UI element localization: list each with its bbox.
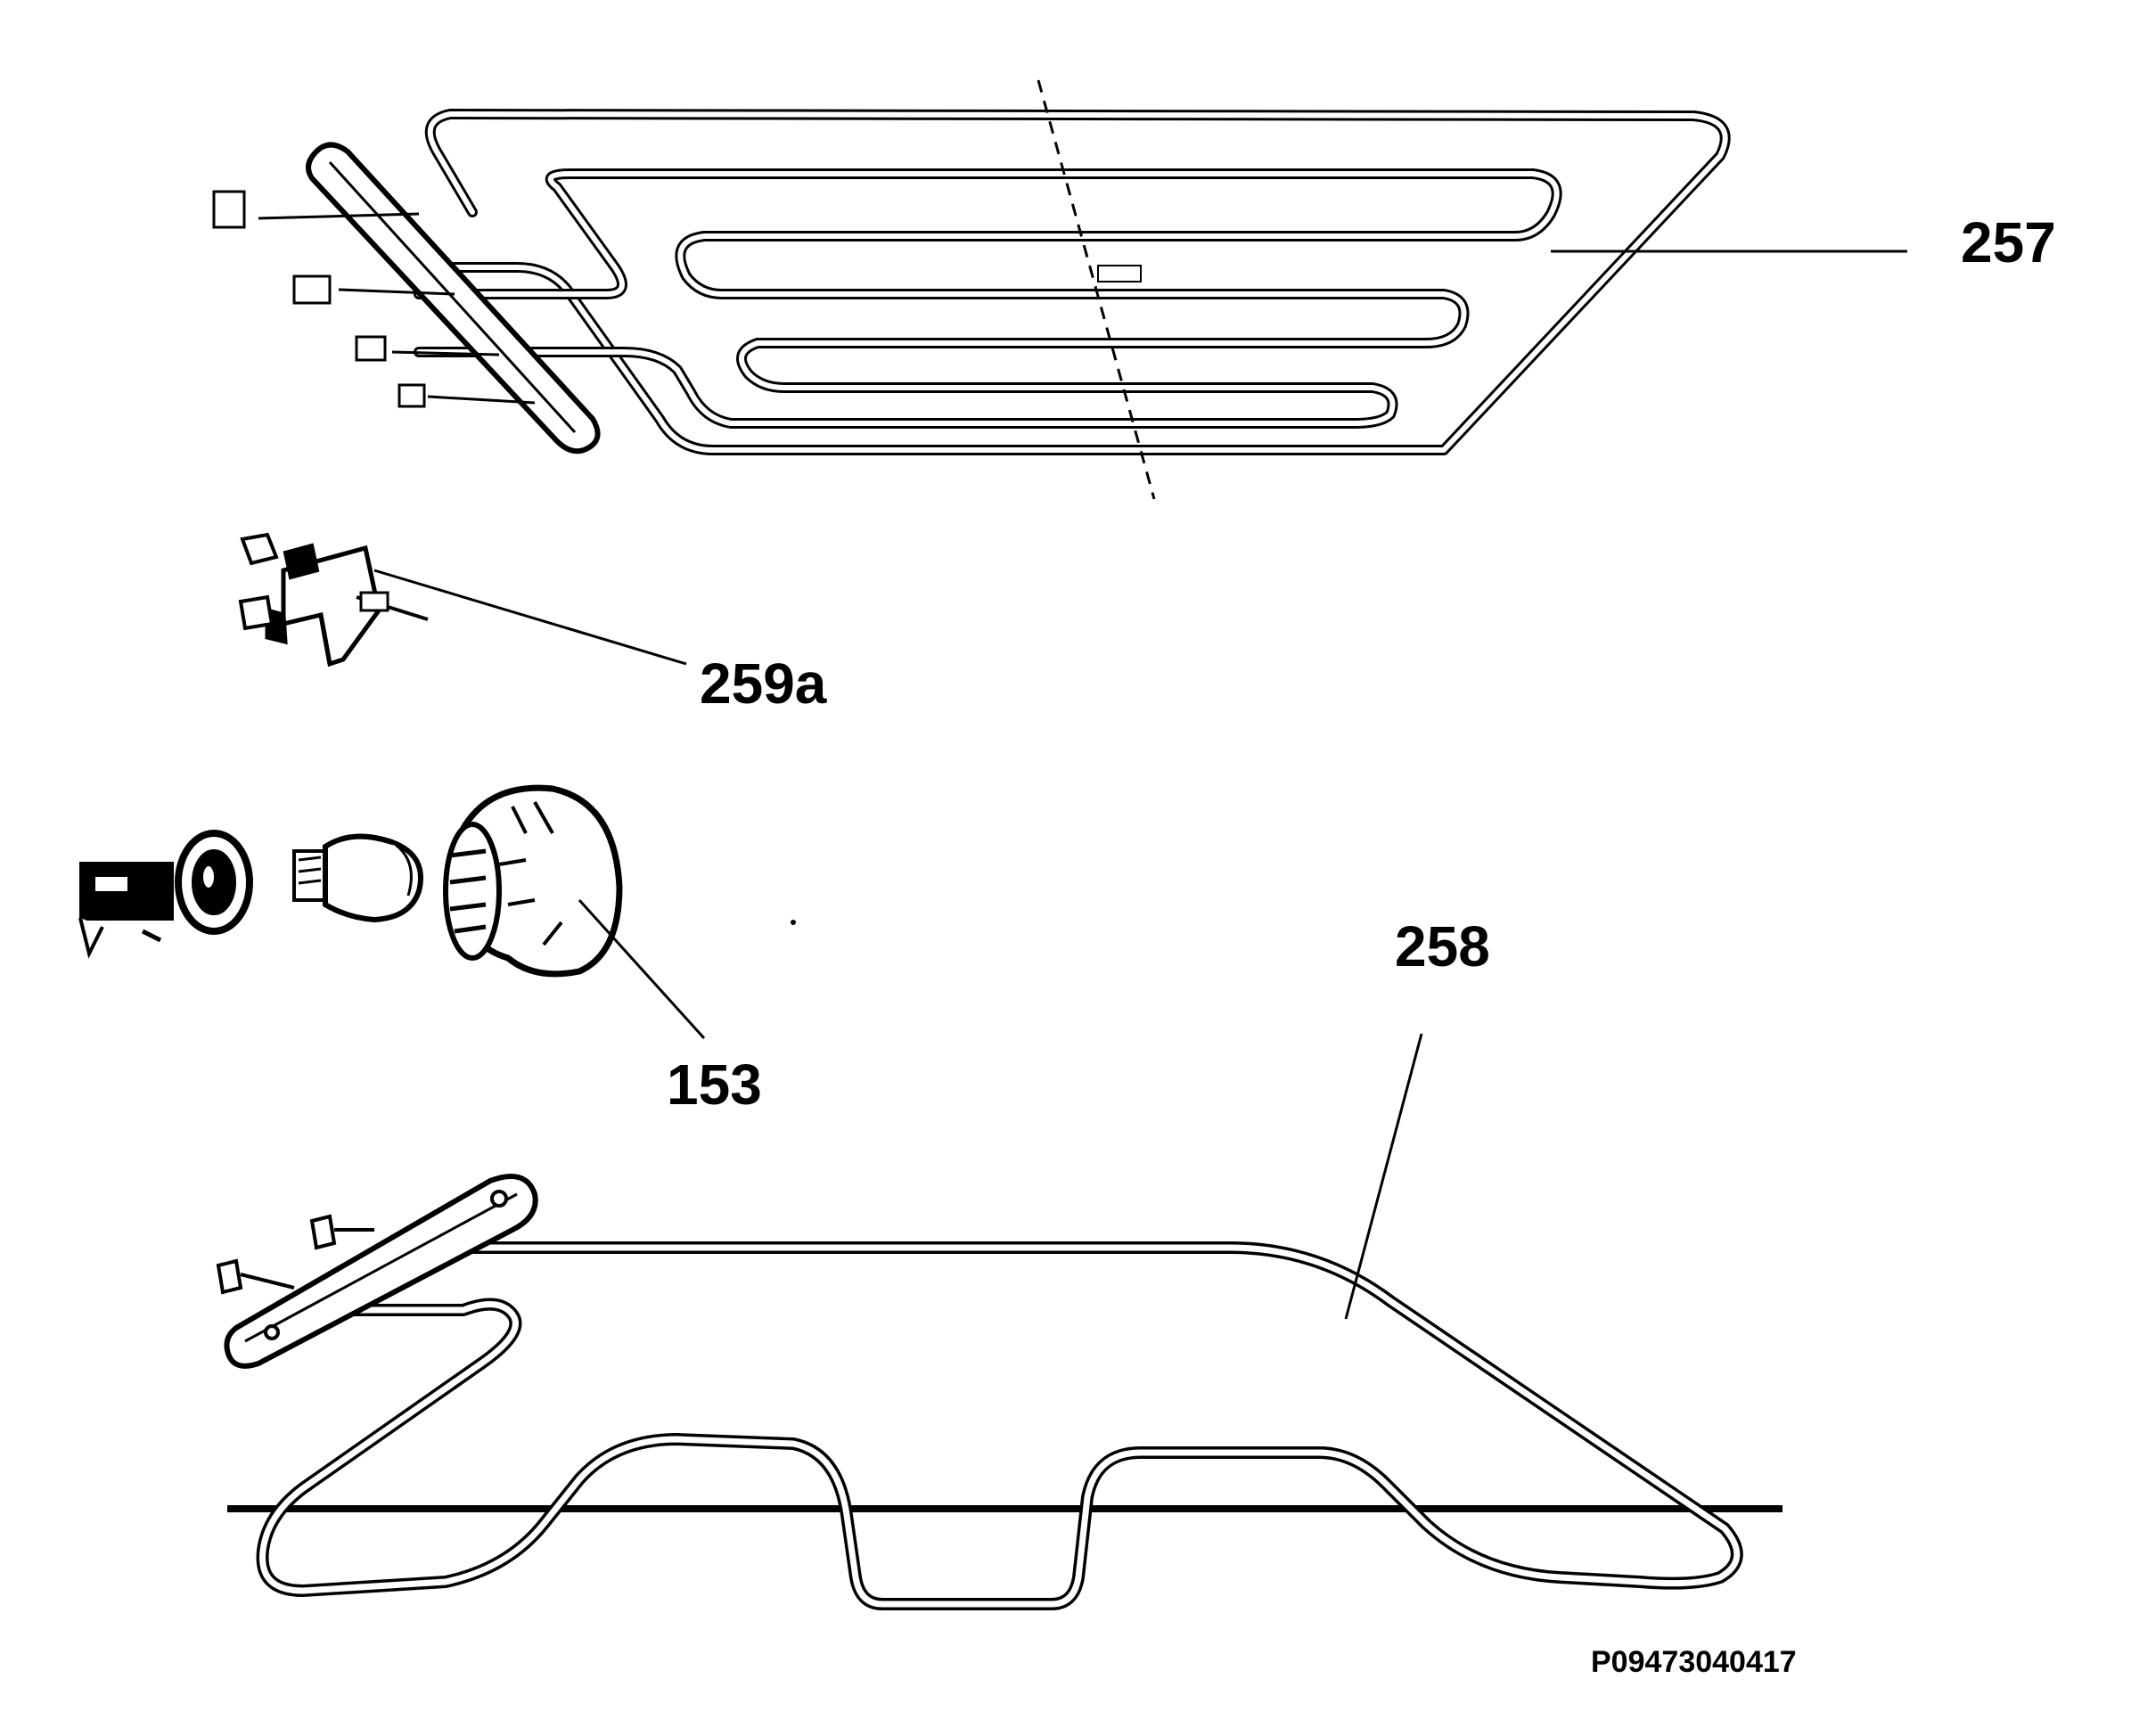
callout-259a: 259a <box>700 651 827 716</box>
upper-heating-element <box>212 79 1731 500</box>
lower-element-bracket <box>224 1174 538 1369</box>
upper-element-outer-tube <box>414 109 1731 455</box>
leader-line-258 <box>1344 1033 1423 1320</box>
lamp-assembly <box>78 784 623 978</box>
upper-element-axis <box>1037 79 1156 500</box>
thermostat-switch <box>238 532 429 667</box>
leader-line-259a <box>373 569 687 666</box>
lamp-glass-cover <box>443 784 623 978</box>
leader-line-153 <box>578 898 706 1040</box>
lower-element-tube <box>256 1241 1743 1610</box>
lower-heating-element <box>216 1174 1782 1610</box>
upper-element-bracket <box>306 142 601 454</box>
callout-257: 257 <box>1961 210 2056 274</box>
lower-element-terminals <box>216 1214 374 1295</box>
lamp-holder <box>78 830 253 959</box>
lamp-bulb <box>292 833 423 923</box>
upper-element-terminals <box>212 190 536 408</box>
document-id: P09473040417 <box>1591 1645 1797 1679</box>
callout-258: 258 <box>1395 914 1490 979</box>
callout-153: 153 <box>667 1052 762 1117</box>
